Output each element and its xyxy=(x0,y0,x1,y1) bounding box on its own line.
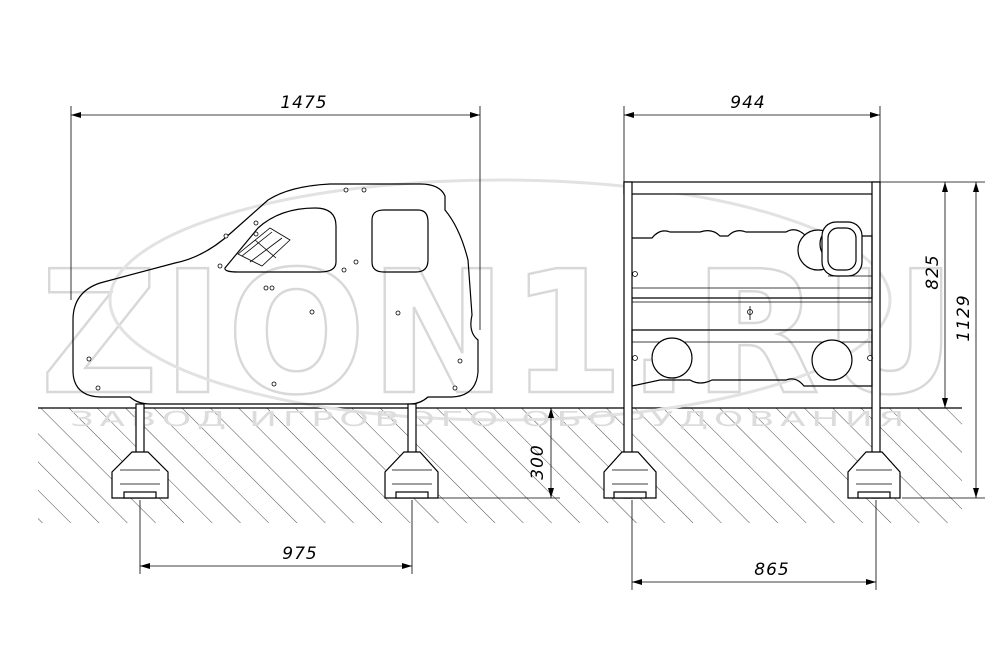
dim-1475: 1475 xyxy=(280,93,327,113)
front-foundation-right xyxy=(847,451,901,499)
front-view: 944 825 1129 865 xyxy=(603,93,985,590)
dim-300: 300 xyxy=(528,444,548,479)
dim-825: 825 xyxy=(923,254,943,289)
dimension-frame-width: 944 xyxy=(623,93,881,182)
dim-975: 975 xyxy=(282,544,317,564)
front-wheel-left xyxy=(651,337,693,379)
dimension-foundation-depth: 300 xyxy=(416,407,560,499)
front-post-right xyxy=(871,181,881,499)
dimension-overall-height: 1129 xyxy=(902,181,985,499)
lower-panel xyxy=(631,329,873,387)
dim-865: 865 xyxy=(754,560,789,580)
upper-panel xyxy=(632,229,873,299)
watermark: ZION1.RU ЗАВОД ИГРОВОГО ОБОРУДОВАНИЯ xyxy=(39,178,960,434)
car-bolts xyxy=(86,187,463,391)
side-view: 1475 975 300 xyxy=(70,93,560,574)
front-post-left xyxy=(623,181,633,499)
dimension-post-spacing-side: 975 xyxy=(139,500,413,574)
foundation-left xyxy=(111,451,169,499)
watermark-logo: ZION1.RU xyxy=(40,235,960,433)
steering-wheel xyxy=(237,227,291,267)
watermark-tagline: ЗАВОД ИГРОВОГО ОБОРУДОВАНИЯ xyxy=(70,407,910,431)
front-foundation-left xyxy=(603,451,657,499)
dim-944: 944 xyxy=(730,93,765,113)
steering-handle xyxy=(797,221,872,277)
top-rail xyxy=(623,181,879,195)
watermark-swoosh xyxy=(108,178,892,422)
car-rear-window xyxy=(371,209,429,273)
dimension-post-spacing-front: 865 xyxy=(631,500,877,590)
side-posts xyxy=(111,403,439,499)
car-body-outline xyxy=(72,183,479,405)
dim-1129: 1129 xyxy=(954,294,974,341)
car-front-window xyxy=(224,207,337,273)
front-wheel-right xyxy=(811,339,853,381)
dimension-frame-height: 825 xyxy=(880,181,952,409)
dimension-overall-width: 1475 xyxy=(70,93,481,330)
ground-hatching xyxy=(38,408,962,523)
